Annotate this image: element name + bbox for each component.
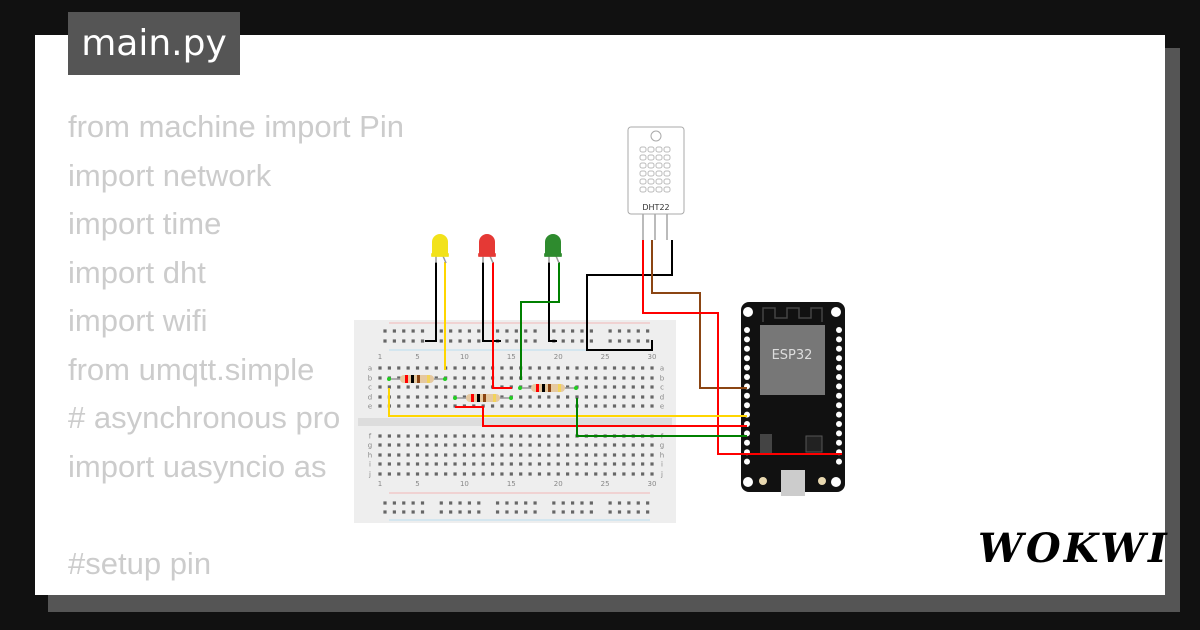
wire-red-led-anode [492, 262, 512, 389]
breadboard-row-label: h [368, 452, 372, 460]
code-line: led1 = Pin(12, Pin.OUT) [68, 588, 404, 595]
code-line: from umqtt.simple [68, 351, 315, 387]
breadboard-row-label: i [661, 461, 663, 469]
code-line: from machine import Pin [68, 109, 404, 144]
breadboard-row-label: i [369, 461, 371, 469]
wire-dht-gnd [586, 240, 673, 351]
resistor [518, 384, 578, 392]
esp32-label: ESP32 [772, 348, 813, 363]
led-green [544, 234, 562, 264]
breadboard-row-label: a [368, 365, 372, 373]
breadboard-row-label: g [660, 442, 664, 450]
resistor [387, 375, 447, 383]
breadboard-row-label: e [368, 403, 372, 411]
code-preview: from machine import Pin import network imp… [68, 103, 404, 595]
code-line: import time [68, 206, 222, 241]
breadboard-col-label: 10 [460, 353, 469, 361]
breadboard-col-label: 10 [460, 480, 469, 488]
breadboard-row-label: h [660, 452, 664, 460]
breadboard-col-label: 15 [507, 480, 516, 488]
breadboard-col-label: 15 [507, 353, 516, 361]
wire-dht-data [651, 240, 747, 389]
breadboard-col-label: 25 [601, 353, 610, 361]
code-line: import wifi [68, 303, 208, 338]
breadboard-row-label: c [368, 384, 372, 392]
code-line: # asynchronous pro [68, 400, 341, 435]
wire-green-gpio [576, 398, 747, 437]
wire-yellow-gpio [388, 388, 747, 417]
breadboard-col-label: 30 [648, 480, 657, 488]
led-red [478, 234, 496, 264]
code-line: import dht [68, 254, 206, 290]
breadboard-row-label: b [368, 375, 373, 383]
breadboard-col-label: 1 [378, 480, 382, 488]
file-tab: main.py [68, 12, 240, 75]
breadboard-row-label: d [368, 394, 372, 402]
breadboard-row-label: b [660, 375, 665, 383]
wires [388, 240, 842, 455]
breadboard-col-label: 1 [378, 353, 382, 361]
breadboard-row-label: g [368, 442, 372, 450]
breadboard-col-label: 30 [648, 353, 657, 361]
breadboard-row-label: e [660, 403, 664, 411]
led-yellow [431, 234, 449, 264]
breadboard-row-label: f [369, 433, 372, 441]
breadboard-col-label: 20 [554, 480, 563, 488]
wokwi-logo: WOKWI [978, 525, 1170, 572]
breadboard-row-label: c [660, 384, 664, 392]
code-line: import network [68, 157, 272, 193]
preview-card: from machine import Pin import network imp… [35, 35, 1165, 595]
wire-dht-vcc [642, 240, 842, 455]
breadboard-col-label: 5 [415, 480, 419, 488]
dht22-sensor: DHT22 [627, 126, 685, 240]
wire-green-led-gnd [548, 262, 557, 342]
breadboard-row-label: j [368, 471, 371, 479]
breadboard-row-label: d [660, 394, 664, 402]
breadboard-col-label: 25 [601, 480, 610, 488]
wire-red-led-gnd [482, 262, 501, 342]
esp32-board: ESP32 [741, 302, 845, 496]
breadboard-col-label: 20 [554, 353, 563, 361]
code-line: import uasyncio as [68, 448, 327, 484]
breadboard-row-label: a [660, 365, 664, 373]
resistor [453, 394, 513, 402]
breadboard-col-label: 5 [415, 353, 419, 361]
dht22-label: DHT22 [642, 203, 669, 212]
code-line: #setup pin [68, 545, 212, 581]
breadboard-row-label: j [660, 471, 663, 479]
wire-red-gpio [455, 406, 747, 427]
wire-green-led-anode [520, 262, 560, 380]
wire-yellow-led-gnd [425, 262, 437, 342]
